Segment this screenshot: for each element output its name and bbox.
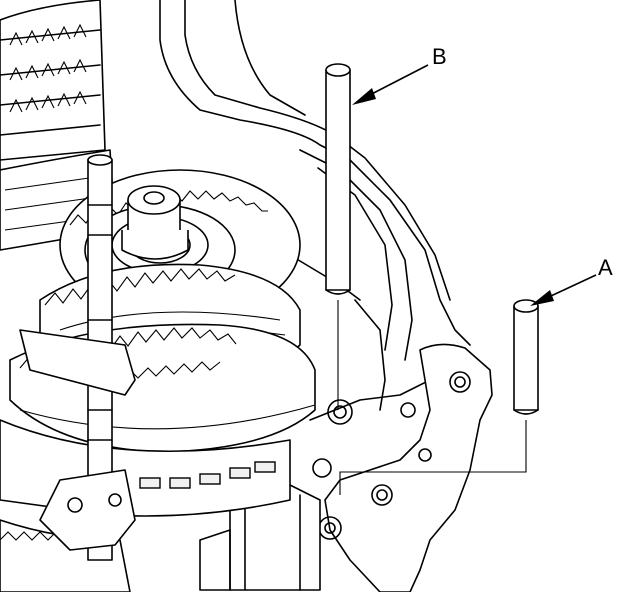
shift-fork (19, 329, 136, 396)
bolt-hole (449, 371, 471, 393)
callout-a: A (530, 255, 613, 306)
shift-rod (19, 154, 136, 561)
bolt-hole (312, 458, 332, 478)
bolt-hole (400, 402, 416, 418)
callout-b: B (352, 44, 447, 105)
callout-label-b: B (432, 44, 447, 69)
case-flange (312, 343, 493, 592)
bolt-hole (327, 399, 353, 425)
bolt-hole (418, 448, 432, 462)
dowel-pin-b (325, 63, 351, 410)
dowel-pin-a (339, 299, 539, 495)
bolt-hole (371, 484, 393, 506)
output-shaft (121, 185, 189, 260)
callout-label-a: A (598, 255, 613, 280)
